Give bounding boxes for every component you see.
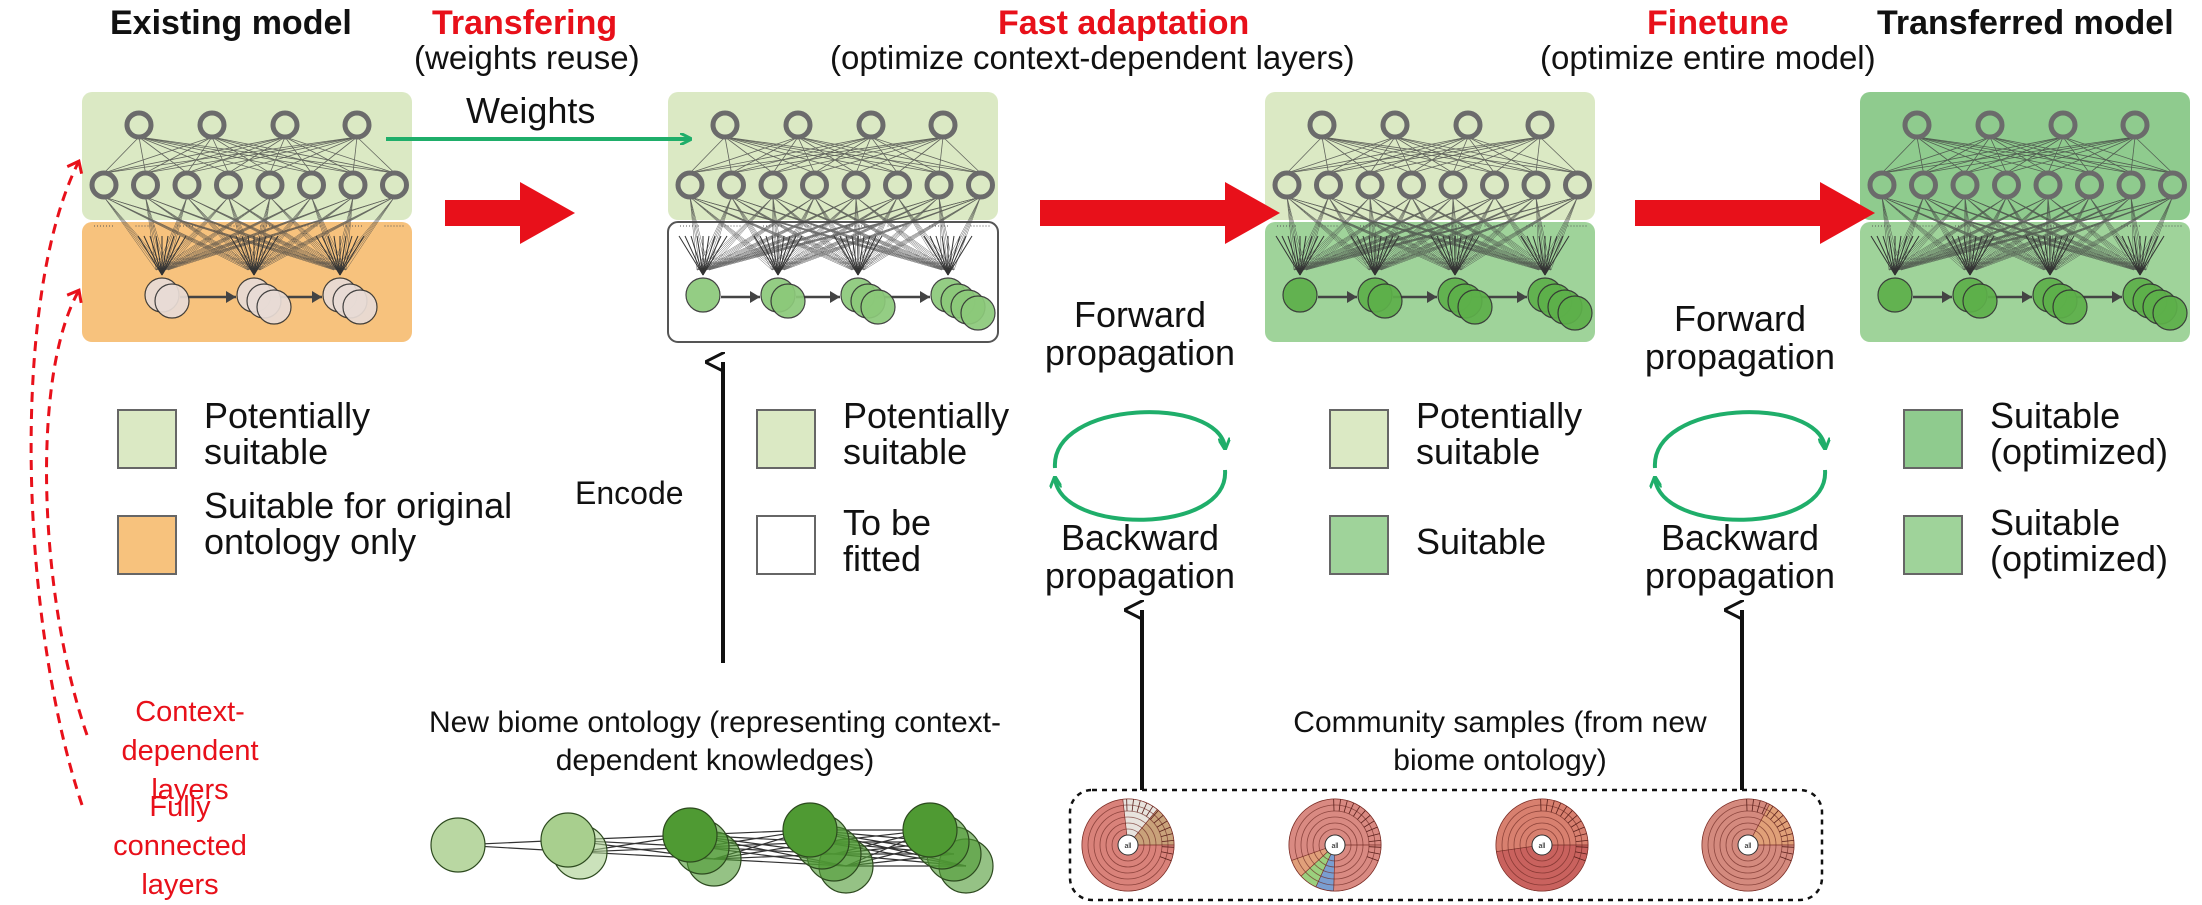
legend-transfer-1: Potentially suitable <box>843 398 1053 470</box>
fully-connected-label: Fully connected layers <box>100 788 260 905</box>
ontology-node <box>1963 284 1997 318</box>
ontology-node <box>2153 296 2187 330</box>
community-sample-sunburst: all <box>1702 799 1794 891</box>
backward-propagation-2: Backward propagation <box>1625 519 1855 595</box>
backward-propagation-1: Backward propagation <box>1025 519 1255 595</box>
ontology-node <box>1368 284 1402 318</box>
ontology-node <box>961 296 995 330</box>
sunburst-center-label: all <box>1744 843 1751 850</box>
adaptation-arrow <box>1040 182 1280 244</box>
propagation-cycle-1 <box>1055 412 1225 520</box>
legend-final-1: Suitable (optimized) <box>1990 398 2200 470</box>
community-sample-sunburst: all <box>1082 799 1174 891</box>
transferred-model <box>1860 92 2190 342</box>
ontology-node <box>431 818 485 872</box>
ontology-node <box>861 290 895 324</box>
ontology-node <box>343 290 377 324</box>
swatch-to-be-fitted <box>757 516 815 574</box>
header-existing-model: Existing model <box>110 6 352 42</box>
encode-label: Encode <box>575 477 684 511</box>
biome-ontology-graph <box>431 803 993 893</box>
forward-propagation-1: Forward propagation <box>1025 296 1255 372</box>
weights-label: Weights <box>466 92 595 130</box>
community-sample-sunburst: all <box>1496 799 1588 891</box>
header-transferred-model: Transferred model <box>1877 6 2174 42</box>
ontology-node <box>903 803 957 857</box>
swatch-suitable <box>1330 516 1388 574</box>
swatch-potentially-suitable-2 <box>757 410 815 468</box>
ontology-node <box>1878 278 1912 312</box>
header-transfering-sub: (weights reuse) <box>414 41 640 76</box>
header-fast-adaptation: Fast adaptation <box>998 6 1249 42</box>
swatch-potentially-suitable <box>118 410 176 468</box>
ontology-node <box>1283 278 1317 312</box>
ontology-node <box>155 284 189 318</box>
legend-final-2: Suitable (optimized) <box>1990 505 2200 577</box>
ontology-node <box>686 278 720 312</box>
forward-propagation-2: Forward propagation <box>1625 300 1855 376</box>
ontology-node <box>541 813 595 867</box>
ontology-node <box>2053 290 2087 324</box>
ontology-node <box>1558 296 1592 330</box>
ontology-node <box>257 290 291 324</box>
context-dependent-pointer <box>47 292 87 735</box>
legend-existing-2: Suitable for original ontology only <box>204 488 524 560</box>
sunburst-center-label: all <box>1124 843 1131 850</box>
header-transfering: Transfering <box>432 6 617 42</box>
legend-fast-1: Potentially suitable <box>1416 398 1626 470</box>
ontology-node <box>663 808 717 862</box>
finetune-arrow <box>1635 182 1875 244</box>
propagation-cycle-2 <box>1655 412 1825 520</box>
swatch-suitable-optimized-2 <box>1904 516 1962 574</box>
header-finetune-sub: (optimize entire model) <box>1540 41 1876 76</box>
ontology-node <box>771 284 805 318</box>
legend-transfer-2: To be fitted <box>843 505 963 577</box>
legend-fast-2: Suitable <box>1416 524 1546 560</box>
community-caption: Community samples (from new biome ontolo… <box>1265 704 1735 779</box>
sunburst-center-label: all <box>1538 843 1545 850</box>
existing-model <box>82 92 412 342</box>
header-fast-sub: (optimize context-dependent layers) <box>830 41 1355 76</box>
header-finetune: Finetune <box>1647 6 1789 42</box>
swatch-suitable-optimized-1 <box>1904 410 1962 468</box>
swatch-suitable-original <box>118 516 176 574</box>
fully-connected-pointer <box>31 163 82 805</box>
sunburst-center-label: all <box>1331 843 1338 850</box>
transfer-model <box>668 92 998 342</box>
adapted-model <box>1265 92 1595 342</box>
ontology-caption: New biome ontology (representing context… <box>370 704 1060 779</box>
swatch-potentially-suitable-3 <box>1330 410 1388 468</box>
ontology-node <box>783 803 837 857</box>
transfer-arrow <box>445 182 575 244</box>
community-sample-sunburst: all <box>1289 799 1381 891</box>
legend-existing-1: Potentially suitable <box>204 398 414 470</box>
ontology-node <box>1458 290 1492 324</box>
